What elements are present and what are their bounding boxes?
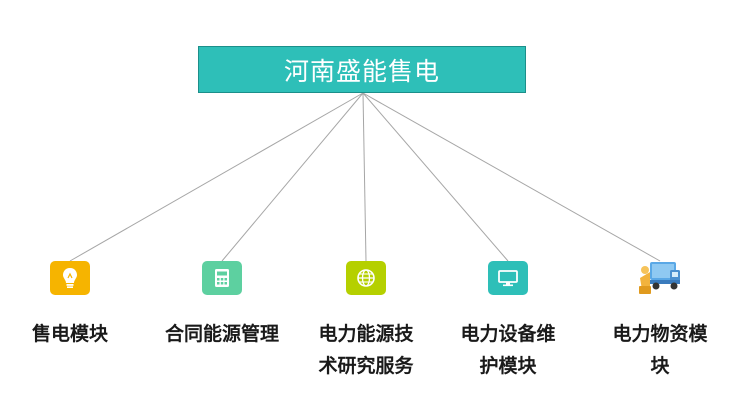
root-node: 河南盛能售电 <box>198 46 526 93</box>
connector-line-3 <box>362 92 367 262</box>
globe-icon <box>346 261 386 295</box>
connector-line-2 <box>221 92 364 262</box>
calculator-icon <box>202 261 242 295</box>
connector-line-1 <box>69 92 364 262</box>
monitor-icon <box>488 261 528 295</box>
delivery-truck-icon <box>636 256 684 298</box>
node-label-energy-tech-research: 电力能源技 术研究服务 <box>318 323 414 377</box>
connector-line-4 <box>362 92 509 262</box>
node-label-sales: 售电模块 <box>31 323 108 345</box>
connector-line-5 <box>362 92 661 262</box>
node-label-equipment-maintenance: 电力设备维 护模块 <box>460 323 556 377</box>
node-label-contract-energy: 合同能源管理 <box>164 323 279 345</box>
root-title: 河南盛能售电 <box>283 56 440 86</box>
lightbulb-icon <box>50 261 90 295</box>
node-label-power-materials: 电力物资模 块 <box>612 323 708 377</box>
